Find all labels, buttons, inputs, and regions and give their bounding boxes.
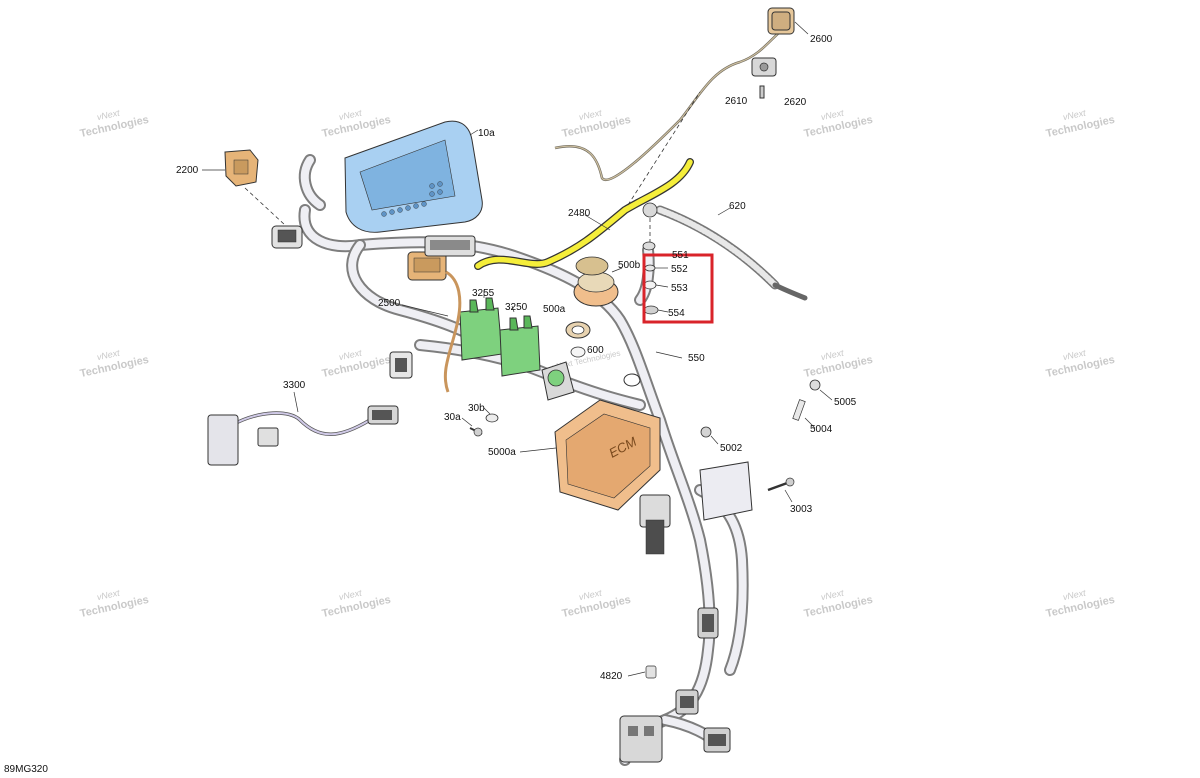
antenna-cable [554,29,783,182]
callout-30a: 30a [444,412,461,423]
antenna-cable-inner [554,29,783,181]
callout-550: 550 [688,353,705,364]
connector-2500 [401,251,462,393]
bolt-5005 [809,379,833,401]
svg-text:vNext: vNext [1062,348,1087,363]
svg-text:vNext: vNext [820,588,845,603]
clip-30b [483,407,499,423]
svg-text:vNext: vNext [1062,588,1087,603]
gps-connector-2600 [767,7,809,35]
key-switch-500b [573,256,623,307]
cable-620 [642,202,808,301]
connector-2200 [202,149,286,226]
callout-2620: 2620 [784,97,807,108]
callout-600: 600 [587,345,604,356]
svg-text:vNext: vNext [96,348,121,363]
callout-3003: 3003 [790,504,813,515]
callout-2600: 2600 [810,34,833,45]
callouts: 2600 2610 2620 10a 2200 2480 620 551 552… [176,34,857,682]
connector-group [424,235,476,257]
nut-500a [565,321,591,339]
display-10a [344,120,483,233]
highlight-box [642,253,714,324]
callout-500a: 500a [543,304,566,315]
ring-600 [570,346,586,358]
relay-3255 [459,290,503,361]
callout-5005: 5005 [834,397,857,408]
callout-552: 552 [671,264,688,275]
svg-text:vNext: vNext [96,588,121,603]
ignition-switch [541,361,575,401]
callout-551: 551 [672,250,689,261]
figure-code: 89MG320 [4,764,48,775]
svg-text:vNext: vNext [578,108,603,123]
svg-text:vNext: vNext [1062,108,1087,123]
svg-text:vNext: vNext [820,108,845,123]
svg-text:vNext: vNext [820,348,845,363]
wire-2480 [474,158,694,270]
callout-3255: 3255 [472,288,495,299]
relay-bottom [619,715,663,763]
dash-2480-to-antenna [627,91,701,206]
callout-5002: 5002 [720,443,743,454]
clip-550 [655,351,683,359]
callout-30b: 30b [468,403,485,414]
callout-500b: 500b [618,260,641,271]
callout-553: 553 [671,283,688,294]
fastener-stack [642,241,669,315]
callout-554: 554 [668,308,685,319]
callout-5004: 5004 [810,424,833,435]
callout-3300: 3300 [283,380,306,391]
svg-text:vNext: vNext [578,588,603,603]
nut-5002 [700,426,719,445]
screw-3003 [767,477,795,503]
callout-2500: 2500 [378,298,401,309]
ring-terminal [623,373,641,387]
connector-lower-1 [639,494,671,555]
connector-lower-4 [703,727,731,753]
relay-3250 [499,305,541,377]
connector-plug [271,225,303,249]
screw-30a [461,417,483,437]
connector-lower-2 [697,607,719,639]
bracket-2610 [751,57,777,77]
svg-text:vNext: vNext [96,108,121,123]
callout-620: 620 [729,201,746,212]
connector-lower-3 [675,689,699,715]
callout-2610: 2610 [725,96,748,107]
callout-3250: 3250 [505,302,528,313]
callout-4820: 4820 [600,671,623,682]
connector-left [389,351,413,379]
bolt-5004 [792,399,816,429]
svg-text:vNext: vNext [338,588,363,603]
ecm-5000a: ECM [519,399,661,511]
callout-10a: 10a [478,128,495,139]
box-right [699,461,753,521]
callout-2200: 2200 [176,165,199,176]
screw-2620 [759,85,765,99]
callout-5000a: 5000a [488,447,516,458]
nut-4820 [627,665,657,679]
svg-text:vNext: vNext [338,348,363,363]
harness-3300 [207,391,399,466]
callout-2480: 2480 [568,208,591,219]
svg-text:vNext: vNext [338,108,363,123]
